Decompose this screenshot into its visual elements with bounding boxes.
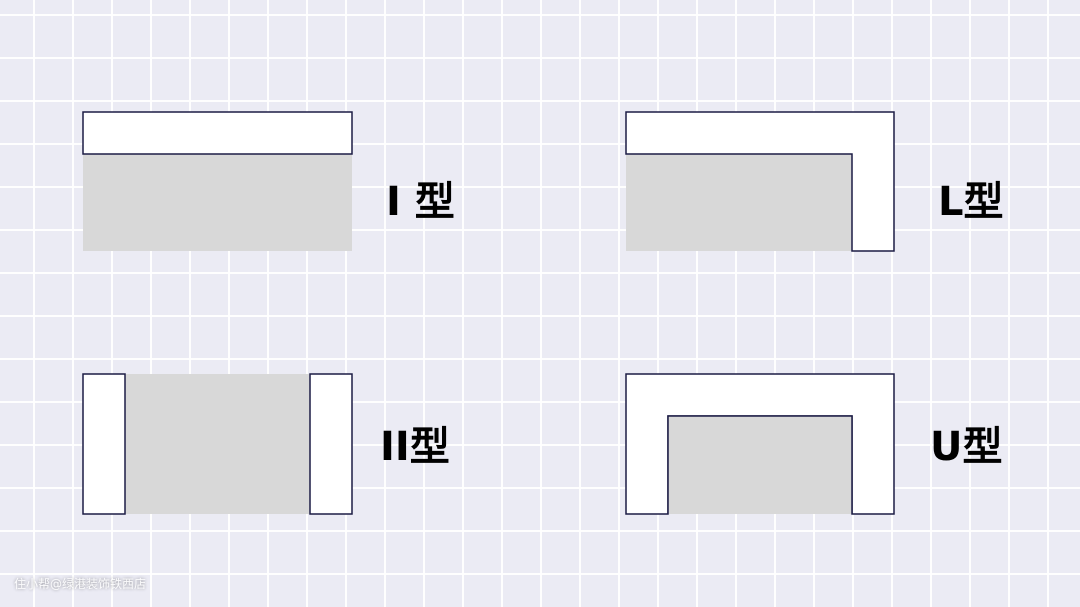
u-floor-area [668, 416, 852, 514]
ii-counter-right [309, 373, 353, 515]
l-counter [625, 111, 895, 252]
u-shape-label: U型 [930, 424, 1002, 470]
watermark: 住小帮@绿港装饰铁西店 [14, 577, 147, 591]
i-floor-area [83, 154, 352, 251]
i-shape-layout: I 型 [82, 111, 455, 251]
ii-shape-label: II型 [380, 424, 450, 470]
l-shape-label: L型 [938, 179, 1004, 225]
i-counter [82, 111, 353, 155]
l-shape-layout: L型 [625, 111, 1004, 252]
ii-counter-left [82, 373, 126, 515]
i-shape-label: I 型 [386, 179, 455, 225]
l-floor-area [626, 154, 852, 251]
ii-shape-layout: II型 [82, 373, 450, 515]
ii-floor-area [125, 374, 310, 514]
u-shape-layout: U型 [625, 373, 1002, 515]
